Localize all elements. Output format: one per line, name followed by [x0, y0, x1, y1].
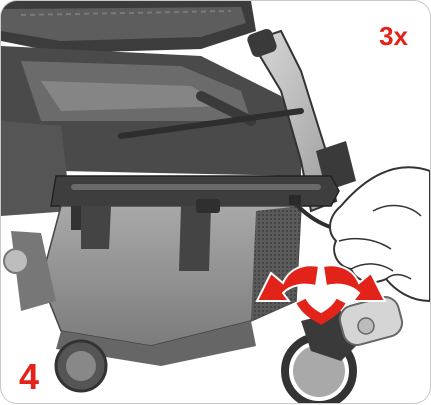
repeat-count-label: 3x — [379, 23, 408, 49]
step-number: 4 — [19, 359, 39, 395]
seat-cushion — [1, 1, 256, 53]
cable-clip — [289, 195, 301, 205]
